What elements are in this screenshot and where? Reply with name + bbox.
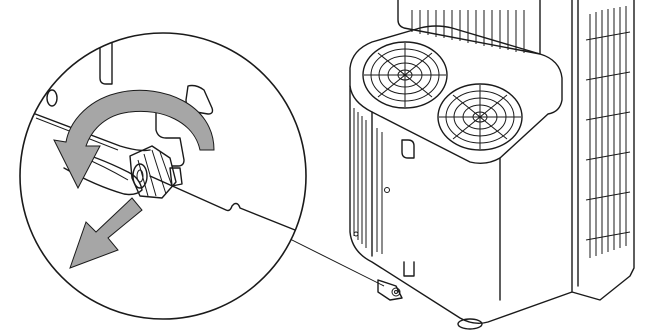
drain-valve	[378, 262, 414, 300]
bolt	[385, 188, 390, 193]
exhaust-fan-upper	[363, 42, 447, 108]
upper-grille	[412, 10, 524, 53]
rear-vent	[354, 108, 382, 254]
bolt	[354, 232, 358, 236]
side-grille	[590, 6, 626, 258]
magnified-detail	[20, 33, 306, 319]
hose-hook	[402, 140, 414, 158]
upper-housing	[398, 0, 540, 54]
exhaust-fan-lower	[438, 84, 522, 150]
air-conditioner-unit	[350, 0, 634, 329]
zoom-circle	[20, 33, 306, 319]
side-panel	[572, 0, 634, 300]
